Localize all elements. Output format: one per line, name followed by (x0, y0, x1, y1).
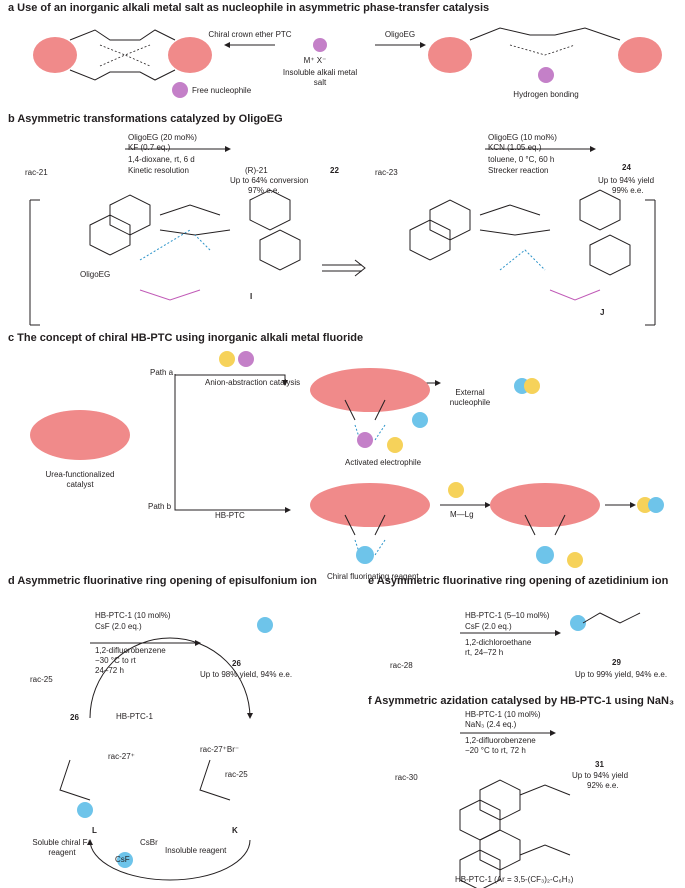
rxn2-result1: Up to 94% yield (598, 176, 655, 185)
cycle-catalyst: HB-PTC-1 (116, 712, 153, 721)
cycle-f-icon (77, 802, 93, 818)
csbr-label: CsBr (140, 838, 158, 847)
path-a-label: Path a (150, 368, 174, 377)
rac-30-label: rac-30 (395, 773, 418, 782)
salt-anion-icon (313, 38, 327, 52)
rxn2-cond1: OligoEG (10 mol%) (488, 133, 557, 142)
fluorination-complex (490, 483, 600, 568)
rxne-result: Up to 99% yield, 94% e.e. (575, 670, 668, 679)
rxn2-cond2: KCN (1.05 eq.) (488, 143, 542, 152)
rac-28-label: rac-28 (390, 661, 413, 670)
fluorinating-reagent-complex (310, 483, 430, 564)
rxne-cond1: HB-PTC-1 (5–10 mol%) (465, 611, 550, 620)
product-24: 24 (622, 163, 631, 172)
rxn2-result2: 99% e.e. (612, 186, 644, 195)
chiral-fluorinating-label: Chiral fluorinating reagent (327, 572, 419, 581)
rxnf-result1: Up to 94% yield (572, 771, 629, 780)
intermediate-K: K (232, 826, 238, 835)
product-22: 22 (330, 166, 339, 175)
intermediate-L: L (92, 826, 97, 835)
product-29-f-icon (570, 615, 586, 631)
e-lg-icon (448, 482, 464, 498)
hbptc-label: HB-PTC (215, 511, 245, 520)
rxnd-cond3: 1,2-difluorobenzene (95, 646, 166, 655)
rxnd-cond4: −30 °C to rt (95, 656, 136, 665)
product-26-f-icon (257, 617, 273, 633)
activated-electrophile-complex (310, 368, 430, 453)
crown-ether-complex (33, 29, 212, 98)
cycle-rac25: rac-25 (225, 770, 248, 779)
ts-label-J: J (600, 308, 605, 317)
rxnf-cond4: −20 °C to rt, 72 h (465, 746, 526, 755)
rac-25-label: rac-25 (30, 675, 53, 684)
rxn1-cond3: 1,4-dioxane, rt, 6 d (128, 155, 195, 164)
product-29: 29 (612, 658, 621, 667)
salt-center: M⁺ X⁻ (303, 56, 327, 65)
cycle-26: 26 (70, 713, 79, 722)
hbptc1-label: HB-PTC-1 (Ar = 3,5-(CF₃)₂-C₆H₃) (455, 875, 574, 884)
rxnd-cond2: CsF (2.0 eq.) (95, 622, 142, 631)
rxn1-result2: 97% e.e. (248, 186, 280, 195)
rxnd-result: Up to 98% yield, 94% e.e. (200, 670, 293, 679)
bound-anion-icon (538, 67, 554, 83)
rxnd-cond5: 24–72 h (95, 666, 124, 675)
rxn1-cond1: OligoEG (20 mol%) (128, 133, 197, 142)
ts-label-I: I (250, 292, 253, 301)
csf-icon (117, 852, 133, 868)
product-r21: (R)-21 (245, 166, 268, 175)
rxnd-cond1: HB-PTC-1 (10 mol%) (95, 611, 171, 620)
rxnf-result2: 92% e.e. (587, 781, 619, 790)
soluble-reagent-label: Soluble chiral F⁻ reagent (32, 838, 92, 857)
section-e-header: e Asymmetric fluorinative ring opening o… (368, 575, 669, 587)
ts-right-structure (409, 189, 656, 326)
hbptc1-catalyst-structure (459, 779, 571, 888)
cycle-rac27br: rac-27⁺Br⁻ (200, 745, 240, 754)
electrophile-e-icon (219, 351, 235, 367)
anion-abstraction-label: Anion-abstraction catalysis (205, 378, 301, 387)
path-b-label: Path b (148, 502, 172, 511)
oligoeg-label: OligoEG (80, 270, 111, 279)
rxn2-cond4: Strecker reaction (488, 166, 549, 175)
rxn1-cond2: KF (0.7 eq.) (128, 143, 171, 152)
rxn1-result1: Up to 64% conversion (230, 176, 309, 185)
hydrogen-bonding-label: Hydrogen bonding (513, 90, 579, 99)
cycle-rac27: rac-27⁺ (108, 752, 135, 761)
rxn1-cond4: Kinetic resolution (128, 166, 189, 175)
section-f-header: f Asymmetric azidation catalysed by HB-P… (368, 695, 675, 707)
section-d-header: d Asymmetric fluorinative ring opening o… (8, 575, 317, 587)
section-a-header: a Use of an inorganic alkali metal salt … (8, 2, 490, 14)
urea-catalyst-shape (30, 410, 130, 460)
insoluble-reagent-label: Insoluble reagent (165, 846, 227, 855)
rxn2-cond3: toluene, 0 °C, 60 h (488, 155, 555, 164)
catalytic-cycle-arc (89, 637, 253, 719)
salt-label: Insoluble alkali metal salt (282, 68, 358, 87)
rxnf-cond1: HB-PTC-1 (10 mol%) (465, 710, 541, 719)
oligoeg-complex (428, 27, 662, 83)
rxne-cond2: CsF (2.0 eq.) (465, 622, 512, 631)
rxne-cond3: 1,2-dichloroethane (465, 638, 532, 647)
free-nucleophile-label: Free nucleophile (192, 86, 252, 95)
arrow-label-oligoeg: OligoEG (384, 30, 416, 39)
product-26: 26 (232, 659, 241, 668)
activated-electrophile-label: Activated electrophile (345, 458, 422, 467)
arrow-label-crown: Chiral crown ether PTC (208, 30, 292, 39)
section-c-header: c The concept of chiral HB-PTC using ino… (8, 332, 364, 344)
rac-23-label: rac-23 (375, 168, 398, 177)
rxnf-cond2: NaN₃ (2.4 eq.) (465, 720, 517, 729)
section-b-header: b Asymmetric transformations catalyzed b… (8, 113, 283, 125)
ts-left-structure (29, 189, 301, 326)
product-31: 31 (595, 760, 604, 769)
urea-catalyst-label: Urea-functionalized catalyst (45, 470, 115, 489)
m-lg-label: M—Lg (450, 510, 474, 519)
leaving-x-icon (238, 351, 254, 367)
anion-x-icon (172, 82, 188, 98)
external-nucleophile-label: External nucleophile (449, 388, 491, 407)
product-e-icon (637, 497, 653, 513)
product-f-icon (648, 497, 664, 513)
rxnf-cond3: 1,2-difluorobenzene (465, 736, 536, 745)
rxne-cond4: rt, 24–72 h (465, 648, 504, 657)
csf-label: CsF (115, 855, 130, 864)
rac-21-label: rac-21 (25, 168, 48, 177)
